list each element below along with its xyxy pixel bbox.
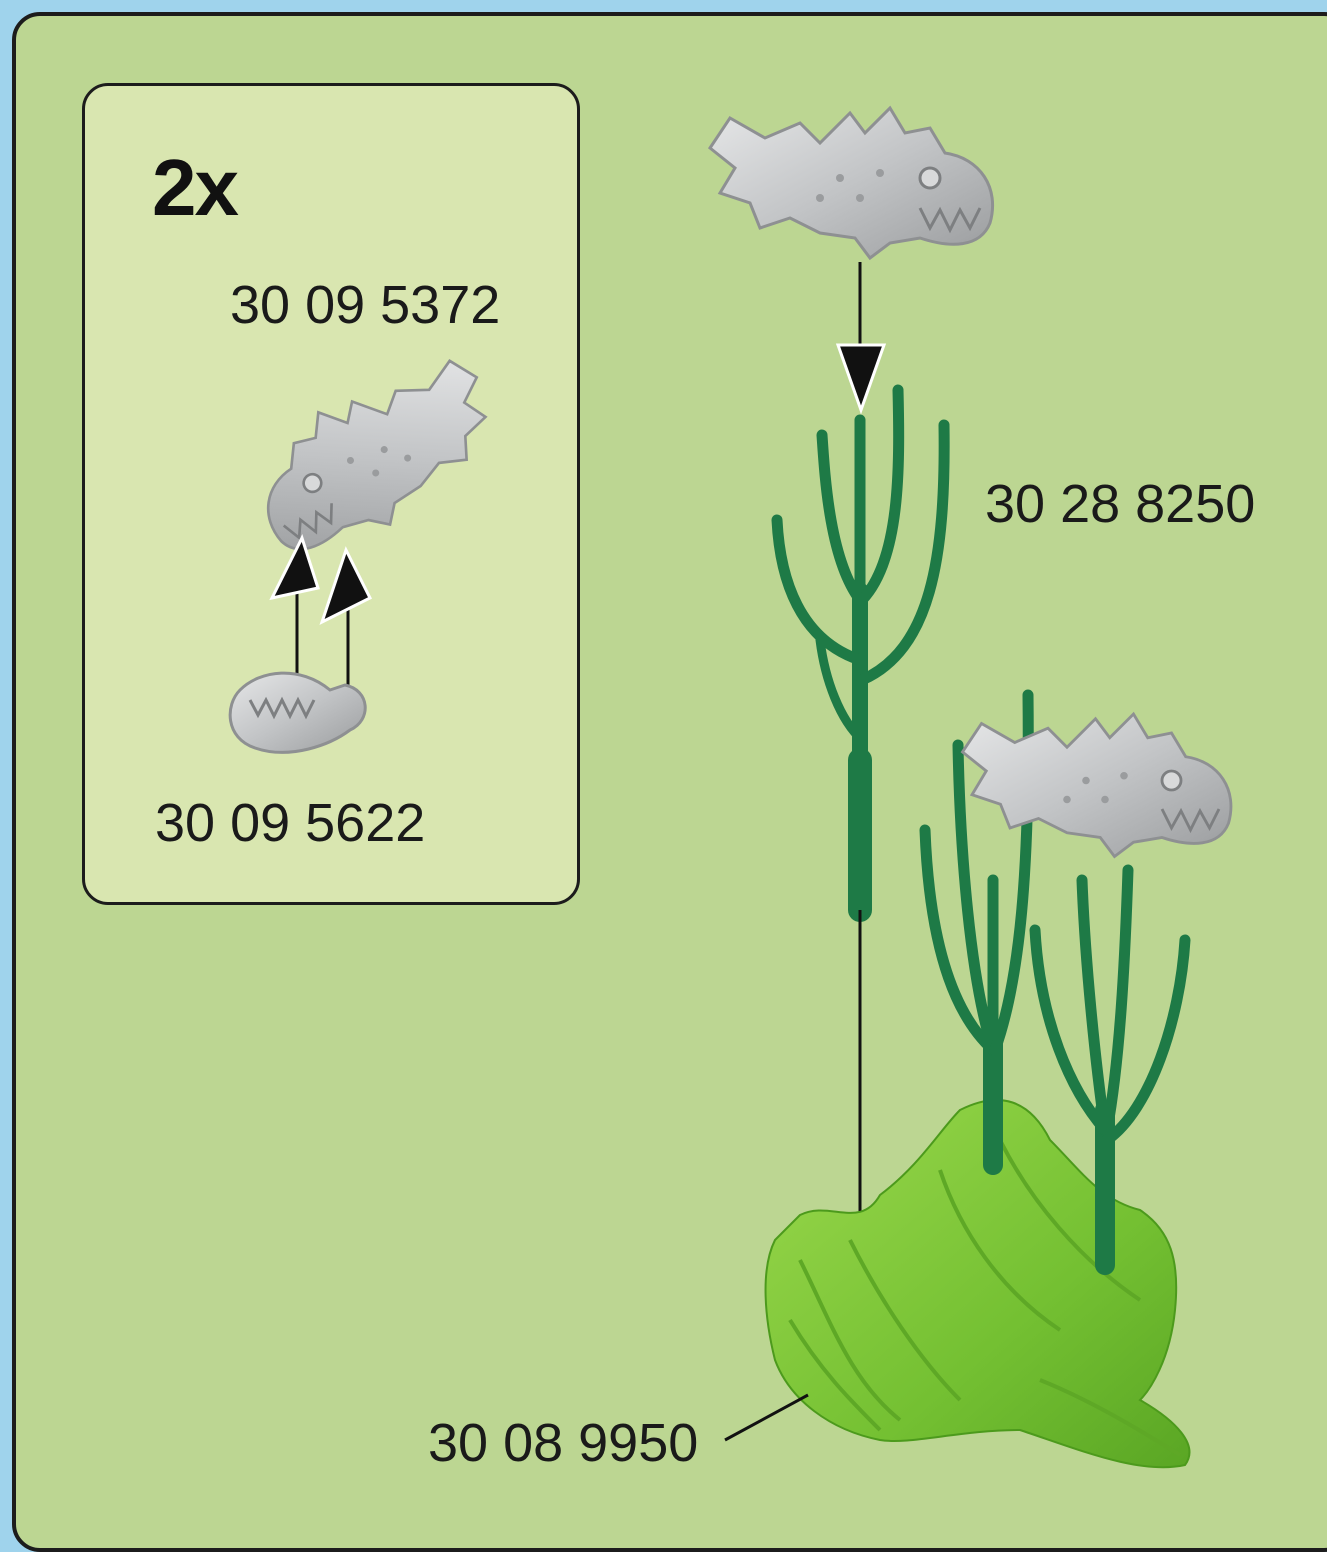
arrow-icon (838, 345, 884, 410)
plant-icon (777, 390, 944, 910)
assembled-fish-icon (963, 714, 1231, 857)
arrow-icon (322, 550, 370, 622)
fish-body-icon (710, 108, 993, 258)
rock-base-icon (766, 1100, 1190, 1467)
inset-fish-body-icon (237, 345, 518, 570)
fish-jaw-icon (230, 673, 365, 752)
